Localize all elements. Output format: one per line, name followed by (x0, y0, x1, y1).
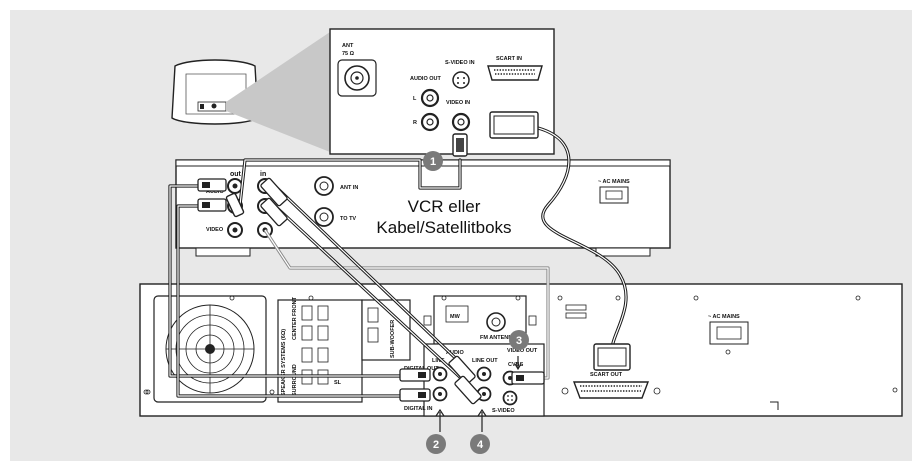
zoom-beam (226, 32, 330, 152)
cable-step-4 (260, 177, 482, 405)
scart-out-socket (572, 381, 650, 399)
vcr-to-tv-label: TO TV (340, 216, 356, 222)
fm-antenna-label: FM ANTENNA (480, 335, 516, 341)
vcr-video-label: VIDEO (206, 227, 224, 233)
tv-left-label: L (413, 96, 417, 102)
vcr-ant-in-label: ANT IN (340, 185, 358, 191)
cable-step-2 (168, 178, 431, 402)
arrow-step-4 (477, 408, 487, 432)
vcr-in-label: in (260, 171, 266, 178)
front-label: FRONT (292, 296, 298, 316)
tv-scart-in-label: SCART IN (496, 56, 522, 62)
scart-cable (489, 111, 631, 371)
tv-video-in-label: VIDEO IN (446, 100, 470, 106)
step-1-number: 1 (430, 156, 436, 168)
cvbs-plug (511, 356, 545, 385)
subwoofer-label: SUB-WOOFER (390, 320, 396, 358)
step-badge-1: 1 (423, 151, 443, 171)
tv-scart-socket (487, 65, 543, 81)
arrow-step-2 (435, 408, 445, 432)
vcr-audio-label: AUDIO (206, 189, 224, 195)
player-rear-panel: SPEAKER SYSTEMS (6Ω) SURROUND CENTER FRO… (139, 283, 903, 417)
vcr-caption-line1: VCR eller (408, 197, 481, 216)
line-in-label: LINE (432, 358, 445, 364)
s-video-socket (502, 390, 518, 406)
step-4-number: 4 (477, 439, 484, 451)
step-3-number: 3 (516, 335, 522, 347)
tv-right-label: R (413, 120, 417, 126)
av-io-block: AUDIO LINE OUT LINE DIGITAL OUT DIGITAL … (404, 343, 545, 417)
tv-s-video-in-label: S-VIDEO IN (445, 60, 475, 66)
tv-ant-label: ANT (342, 43, 354, 49)
player-ac-mains-label: ~ AC MAINS (708, 314, 740, 320)
audio-label: AUDIO (446, 350, 464, 356)
video-out-label: VIDEO OUT (507, 348, 538, 354)
step-badge-3: 3 (509, 330, 529, 350)
vcr-out-label: out (230, 171, 242, 178)
step-badge-2: 2 (426, 434, 446, 454)
line-out-label: LINE OUT (472, 358, 498, 364)
speaker-systems-label: SPEAKER SYSTEMS (6Ω) (281, 329, 287, 396)
tv-rear-panel: ANT 75 Ω S-VIDEO IN AUDIO OUT L R VIDEO … (329, 28, 555, 155)
step-badge-4: 4 (470, 434, 490, 454)
tv-ant-ohm-label: 75 Ω (342, 51, 355, 57)
sl-label: SL (334, 380, 342, 386)
cable-step-1 (225, 133, 468, 218)
vcr-ac-mains-label: ~ AC MAINS (598, 179, 630, 185)
mw-label: MW (450, 314, 461, 320)
tv-audio-out-label: AUDIO OUT (410, 76, 442, 82)
tv-s-video-socket (452, 71, 470, 89)
center-label: CENTER (292, 317, 298, 340)
step-2-number: 2 (433, 439, 439, 451)
surround-label: SURROUND (292, 364, 298, 396)
digital-in-label: DIGITAL IN (404, 406, 433, 412)
scart-out-label: SCART OUT (590, 372, 623, 378)
vcr-caption-line2: Kabel/Satellitboks (376, 218, 511, 237)
s-video-label: S-VIDEO (492, 408, 515, 414)
vcr-device: out in AUDIO VIDEO ANT IN TO TV ~ AC MAI… (175, 159, 671, 257)
